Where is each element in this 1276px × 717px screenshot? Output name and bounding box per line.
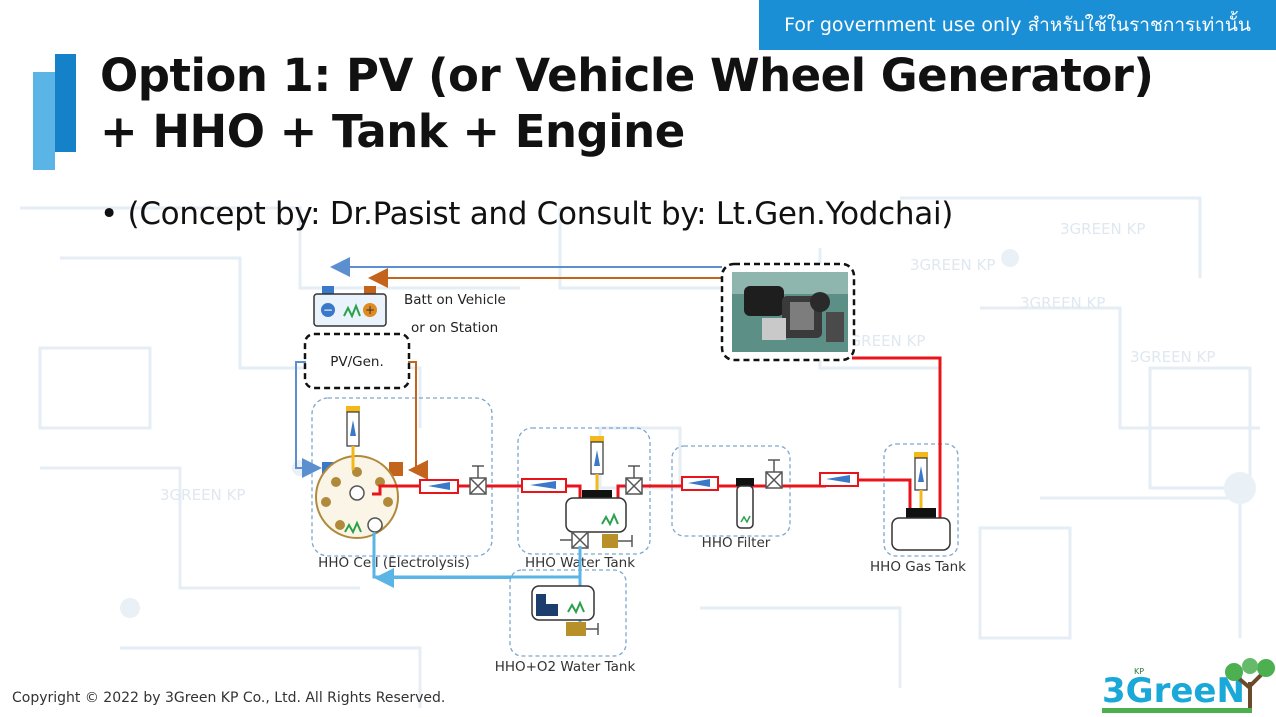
valve-icon xyxy=(625,465,643,495)
title-line-2: + HHO + Tank + Engine xyxy=(100,105,685,158)
hho-water-tank-group xyxy=(517,427,651,555)
o2-water-tank-label: HHO+O2 Water Tank xyxy=(495,659,636,675)
watermark-text: 3GREEN KP xyxy=(910,256,995,274)
hho-gas-line xyxy=(372,356,942,532)
concept-bullet: • (Concept by: Dr.Pasist and Consult by:… xyxy=(100,196,954,232)
hho-cell-label: HHO Cell (Electrolysis) xyxy=(318,555,470,571)
hho-filter-icon xyxy=(736,478,754,529)
watermark-text: 3GREEN KP xyxy=(1130,348,1215,366)
watermark-text: 3GREEN KP xyxy=(1020,294,1105,312)
battery-label-line1: Batt on Vehicle xyxy=(404,292,506,308)
svg-text:+: + xyxy=(365,303,375,317)
valve-icon xyxy=(469,465,487,495)
watermark-text: 3GREEN KP xyxy=(160,486,245,504)
hho-cell-group xyxy=(311,397,493,557)
o2-water-tank-group xyxy=(509,569,627,657)
hho-gas-tank-label: HHO Gas Tank xyxy=(870,559,966,575)
valve-icon xyxy=(560,531,589,549)
copyright-notice: Copyright © 2022 by 3Green KP Co., Ltd. … xyxy=(12,690,446,706)
flowmeter-icon xyxy=(819,472,859,487)
slide-title: Option 1: PV (or Vehicle Wheel Generator… xyxy=(100,48,1154,160)
flowmeter-icon xyxy=(681,476,719,491)
o2-water-tank-icon xyxy=(531,585,599,636)
hho-filter-group xyxy=(671,445,791,537)
svg-text:−: − xyxy=(323,303,333,317)
level-sensor-icon xyxy=(346,406,360,470)
watermark-text: 3GREEN KP xyxy=(1060,220,1145,238)
hho-cell-icon xyxy=(315,455,403,539)
positive-wire xyxy=(408,361,428,480)
engine-image xyxy=(720,262,856,362)
accent-bar xyxy=(33,72,55,170)
government-use-banner: For government use only สำหรับใช้ในราชกา… xyxy=(759,0,1276,50)
flowmeter-icon xyxy=(419,479,459,494)
pv-generator-label: PV/Gen. xyxy=(330,354,384,370)
negative-wire xyxy=(295,361,322,478)
hho-gas-tank-group xyxy=(883,443,959,557)
battery-label-line2: or on Station xyxy=(411,320,498,336)
accent-bar xyxy=(55,54,76,152)
flowmeter-icon xyxy=(521,478,567,493)
hho-gas-tank-icon xyxy=(891,452,951,551)
title-line-1: Option 1: PV (or Vehicle Wheel Generator… xyxy=(100,49,1154,102)
watermark-text: 3GREEN KP xyxy=(840,332,925,350)
pv-generator-box xyxy=(303,332,411,390)
company-logo: 3GreeN KP xyxy=(1102,658,1275,713)
svg-text:3GreeN: 3GreeN xyxy=(1102,671,1245,711)
circuit-background: 3GREEN KP 3GREEN KP 3GREEN KP 3GREEN KP … xyxy=(20,196,1260,708)
hho-filter-label: HHO Filter xyxy=(702,535,771,551)
hho-water-tank-icon xyxy=(565,436,633,548)
battery-icon: − + xyxy=(313,286,387,327)
valve-icon xyxy=(765,459,783,489)
svg-text:KP: KP xyxy=(1134,667,1144,676)
